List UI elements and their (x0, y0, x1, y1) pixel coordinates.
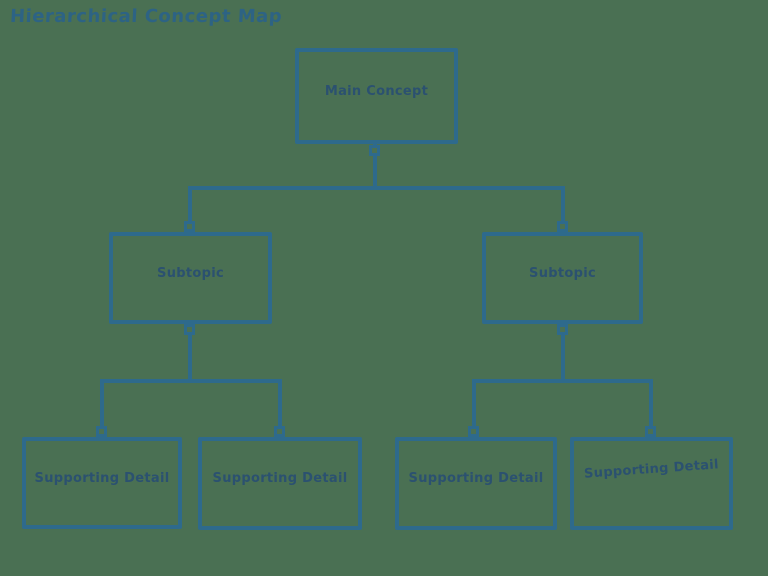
node-supporting-detail-1[interactable]: Supporting Detail (22, 437, 182, 529)
node-supporting-detail-4[interactable]: Supporting Detail (570, 437, 733, 530)
connection-point-detail3-top (468, 426, 479, 437)
connector-line-subtopic-left-up (188, 186, 192, 234)
node-supporting-detail-4-label: Supporting Detail (583, 457, 720, 482)
connection-point-detail1-top (96, 426, 107, 437)
node-supporting-detail-2[interactable]: Supporting Detail (198, 437, 362, 530)
connector-line-level2-right-horizontal (472, 379, 653, 383)
connector-line-detail4-up (649, 379, 653, 439)
node-subtopic-right[interactable]: Subtopic (482, 232, 643, 324)
connection-point-detail4-top (645, 426, 656, 437)
node-supporting-detail-3-label: Supporting Detail (408, 471, 544, 486)
node-subtopic-left-label: Subtopic (157, 265, 224, 281)
connection-point-subtopic-left-top (184, 221, 195, 232)
connector-line-detail1-up (100, 379, 104, 439)
node-subtopic-right-label: Subtopic (529, 265, 596, 281)
node-supporting-detail-2-label: Supporting Detail (212, 471, 348, 486)
node-supporting-detail-3[interactable]: Supporting Detail (395, 437, 557, 530)
connector-line-detail2-up (278, 379, 282, 439)
node-main-concept[interactable]: Main Concept (295, 48, 458, 144)
connector-line-detail3-up (472, 379, 476, 439)
node-main-concept-label: Main Concept (324, 83, 429, 99)
connector-line-level2-left-horizontal (100, 379, 282, 383)
connector-line-subtopic-right-down (561, 322, 565, 383)
connection-point-main-bottom (369, 145, 380, 156)
connector-line-level1-horizontal (188, 186, 565, 190)
page-title: Hierarchical Concept Map (9, 6, 283, 27)
connection-point-subtopic-left-bottom (184, 324, 195, 335)
connector-line-subtopic-left-down (188, 321, 192, 383)
node-subtopic-left[interactable]: Subtopic (109, 232, 272, 324)
connection-point-subtopic-right-bottom (557, 324, 568, 335)
connection-point-subtopic-right-top (557, 221, 568, 232)
node-supporting-detail-1-label: Supporting Detail (34, 470, 170, 486)
connection-point-detail2-top (274, 426, 285, 437)
connector-line-main-down (373, 144, 377, 188)
connector-line-subtopic-right-up (561, 186, 565, 234)
